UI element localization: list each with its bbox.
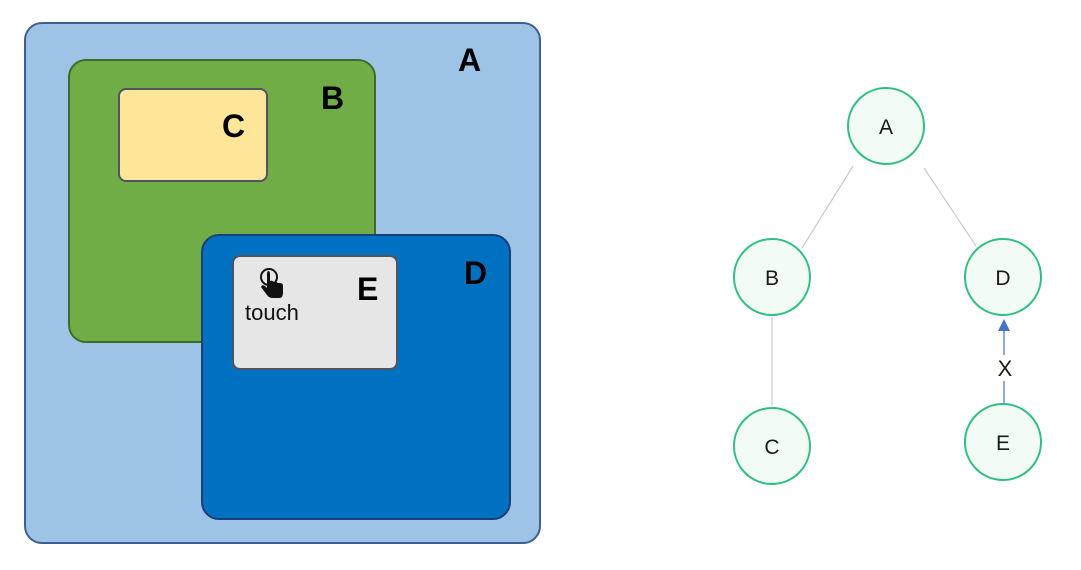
edge-label-bg [994, 355, 1014, 381]
container-e[interactable] [232, 255, 398, 370]
tree-node-b: B [733, 238, 811, 316]
container-e-label: E [357, 271, 379, 307]
tree-node-a-label: A [879, 116, 893, 139]
tree-node-a: A [847, 87, 925, 165]
tree-node-d-label: D [995, 267, 1010, 290]
edge-a-d [923, 167, 977, 247]
tree-node-e: E [964, 403, 1042, 481]
container-c [118, 88, 268, 182]
tree-node-b-label: B [765, 267, 779, 290]
tree-node-e-label: E [996, 432, 1010, 455]
container-b-label: B [321, 80, 345, 116]
container-d-label: D [464, 255, 488, 291]
touch-label: touch [245, 300, 299, 325]
edge-a-b [801, 165, 854, 249]
container-c-label: C [222, 108, 246, 144]
tree-node-c-label: C [764, 436, 779, 459]
edge-label-x: X [998, 356, 1013, 381]
tree-node-c: C [733, 407, 811, 485]
container-a-label: A [458, 42, 482, 78]
pointer-hand-icon [260, 268, 283, 298]
tree-node-d: D [964, 238, 1042, 316]
